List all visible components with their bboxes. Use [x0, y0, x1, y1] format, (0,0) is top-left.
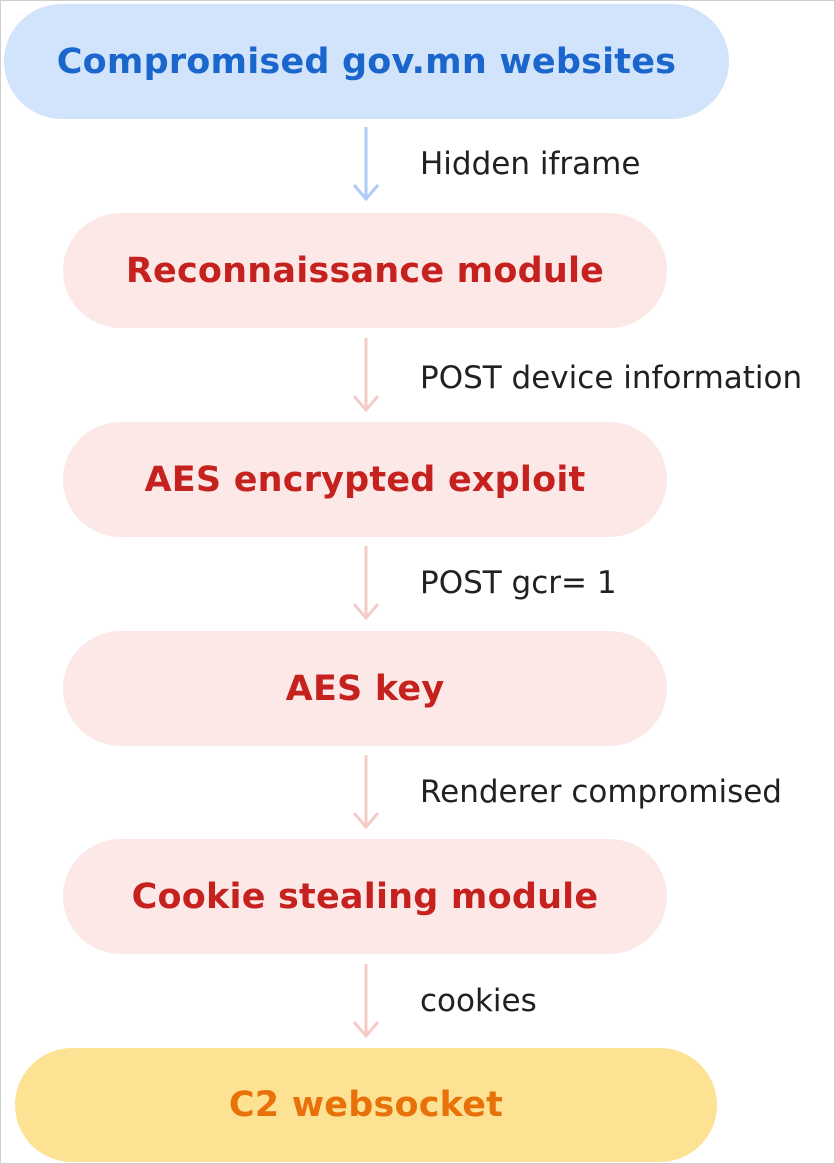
node-compromised-websites: Compromised gov.mn websites [4, 4, 729, 119]
node-c2-websocket: C2 websocket [15, 1048, 717, 1162]
arrow-down-icon [352, 546, 380, 621]
node-label: Compromised gov.mn websites [56, 41, 677, 82]
node-label: Reconnaissance module [125, 250, 605, 291]
node-label: AES key [285, 668, 445, 709]
arrow-down-icon [352, 964, 380, 1039]
node-aes-encrypted-exploit: AES encrypted exploit [63, 422, 667, 537]
node-label: C2 websocket [228, 1085, 504, 1125]
edge-label-post-gcr: POST gcr= 1 [420, 565, 617, 601]
edge-label-hidden-iframe: Hidden iframe [420, 146, 641, 182]
node-cookie-stealing-module: Cookie stealing module [63, 839, 667, 954]
edge-label-cookies: cookies [420, 983, 537, 1019]
arrow-down-icon [352, 338, 380, 413]
arrow-down-icon [352, 755, 380, 830]
node-reconnaissance-module: Reconnaissance module [63, 213, 667, 328]
node-label: Cookie stealing module [131, 876, 599, 917]
arrow-down-icon [352, 127, 380, 202]
edge-label-renderer-compromised: Renderer compromised [420, 774, 782, 810]
edge-label-post-device-information: POST device information [420, 360, 803, 396]
node-aes-key: AES key [63, 631, 667, 746]
node-label: AES encrypted exploit [144, 459, 586, 500]
